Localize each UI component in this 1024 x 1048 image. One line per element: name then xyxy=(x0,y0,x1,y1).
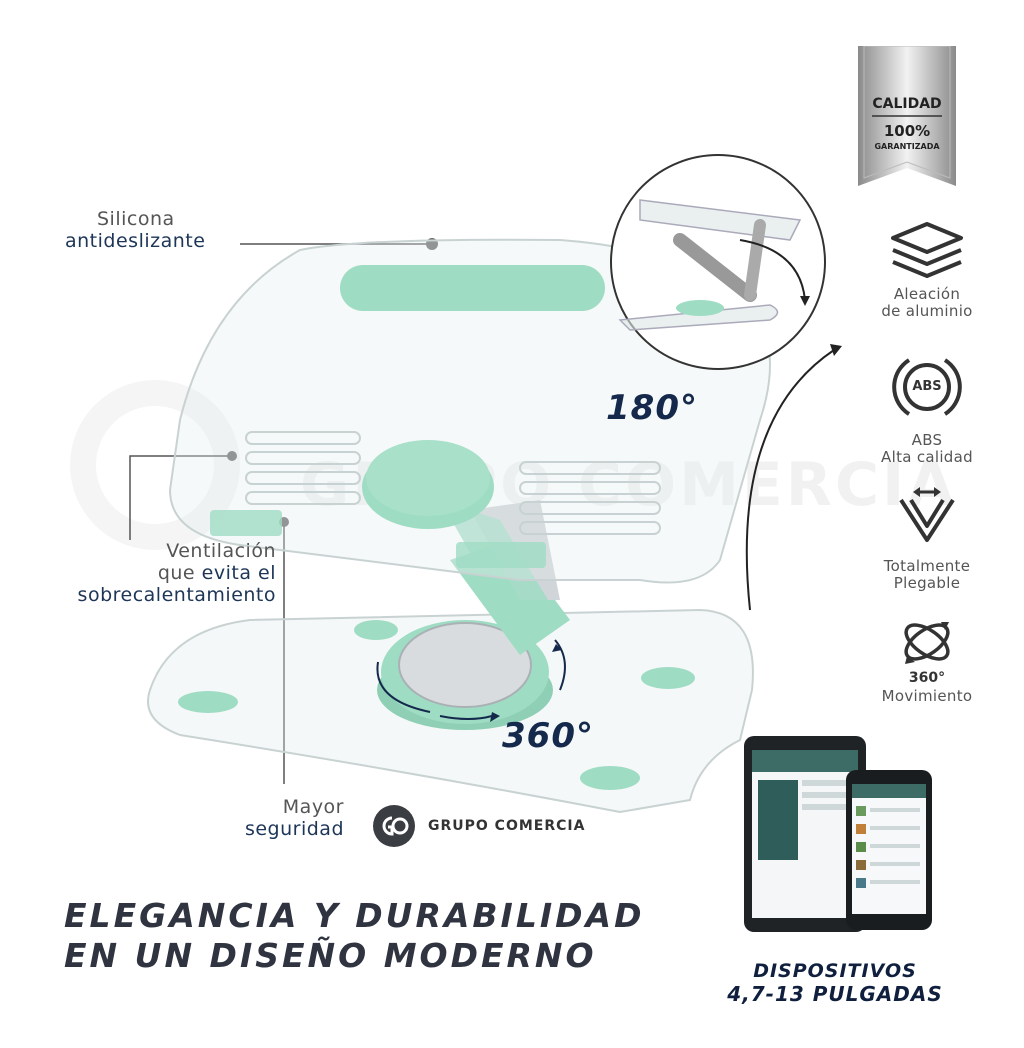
badge-garantizada: GARANTIZADA xyxy=(874,142,940,151)
feature-aluminio-line1: Aleación xyxy=(893,285,961,303)
callout-seguridad: Mayor seguridad xyxy=(200,796,344,840)
feature-movimiento: 360° Movimiento xyxy=(862,616,992,705)
headline-line1: Elegancia y durabilidad xyxy=(64,896,645,935)
callout-silicona: Silicona antideslizante xyxy=(65,208,205,252)
callout-ventilacion-line1: Ventilación xyxy=(166,540,276,562)
feature-plegable-line2: Plegable xyxy=(893,574,961,592)
badge-percent: 100% xyxy=(883,122,931,140)
abs-icon: ABS xyxy=(889,352,965,422)
headline-line2: en un diseño moderno xyxy=(64,936,597,975)
devices-caption: Dispositivos 4,7-13 pulgadas xyxy=(700,960,970,1006)
badge-calidad: CALIDAD xyxy=(872,96,942,112)
angle-360-label: 360° xyxy=(502,716,594,756)
devices-line1: Dispositivos xyxy=(753,960,917,982)
fold-icon xyxy=(899,487,955,542)
brand-name: GRUPO COMERCIA xyxy=(428,818,586,834)
callout-silicona-line2: antideslizante xyxy=(65,230,206,252)
abs-icon-text: ABS xyxy=(912,379,942,394)
headline: Elegancia y durabilidad en un diseño mod… xyxy=(64,896,644,976)
callout-ventilacion-line3: sobrecalentamiento xyxy=(77,584,276,606)
quality-badge: CALIDAD 100% GARANTIZADA xyxy=(858,45,956,186)
callout-ventilacion-line2b: evita el xyxy=(201,562,276,584)
devices-illustration xyxy=(744,736,932,932)
feature-abs: ABS ABS Alta calidad xyxy=(862,352,992,466)
feature-abs-line2: Alta calidad xyxy=(881,448,973,466)
feature-plegable: Totalmente Plegable xyxy=(862,484,992,592)
feature-abs-line1: ABS xyxy=(911,431,943,449)
callout-ventilacion: Ventilación que evita el sobrecalentamie… xyxy=(44,540,276,606)
grupo-comercia-icon xyxy=(373,805,415,847)
angle-180-label: 180° xyxy=(606,388,698,428)
layers-icon xyxy=(891,222,963,278)
callout-silicona-line1: Silicona xyxy=(97,208,175,230)
feature-plegable-line1: Totalmente xyxy=(883,557,971,575)
feature-movimiento-line1: Movimiento xyxy=(881,687,973,705)
brand-logo: GRUPO COMERCIA xyxy=(372,804,585,848)
devices-line2: 4,7-13 pulgadas xyxy=(727,982,943,1006)
callout-seguridad-line2: seguridad xyxy=(244,818,344,840)
callout-ventilacion-line2a: que xyxy=(157,562,202,584)
feature-aluminio: Aleación de aluminio xyxy=(862,218,992,320)
rotate-360-icon xyxy=(904,622,950,664)
feature-movimiento-badge: 360° xyxy=(908,670,946,686)
feature-aluminio-line2: de aluminio xyxy=(881,302,973,320)
callout-seguridad-line1: Mayor xyxy=(282,796,344,818)
